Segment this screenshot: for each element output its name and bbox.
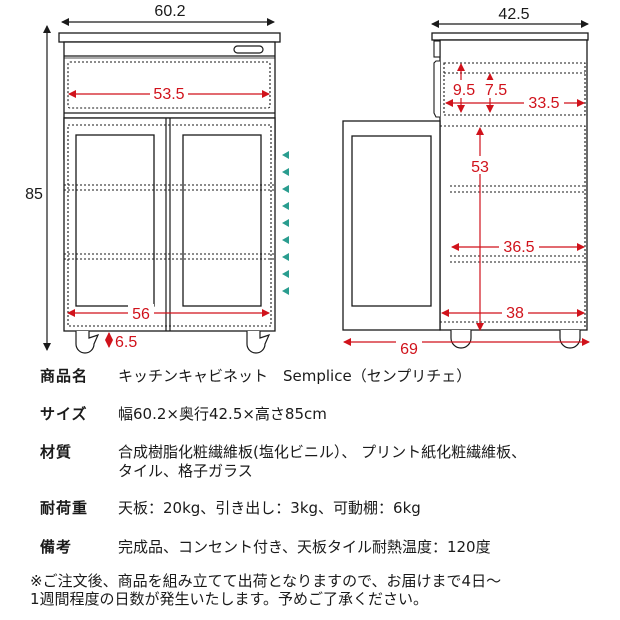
spec-row-load-capacity: 耐荷重 天板：20kg、引き出し：3kg、可動棚：6kg xyxy=(40,499,620,518)
spec-row-product-name: 商品名 キッチンキャビネット Semplice（センプリチェ） xyxy=(40,367,620,386)
right-glass-door xyxy=(182,134,262,307)
shipping-note: ※ご注文後、商品を組み立てて出荷となりますので、お届けまで4日～ 1週間程度の日… xyxy=(30,572,620,608)
spec-value: 完成品、コンセント付き、天板タイル耐熱温度：120度 xyxy=(118,538,491,556)
cabinet-depth-label: 38 xyxy=(506,305,524,322)
spec-value-line2: タイル、格子ガラス xyxy=(118,462,253,480)
spec-value: キッチンキャビネット Semplice（センプリチェ） xyxy=(118,367,472,385)
side-view: 42.5 9.5 7.5 33.5 53 xyxy=(342,6,590,358)
caster-right xyxy=(246,331,271,354)
front-width-label: 60.2 xyxy=(154,3,185,20)
spec-label: 商品名 xyxy=(40,367,89,385)
door-open-depth-label: 69 xyxy=(400,341,418,358)
caster-side-back xyxy=(559,330,581,349)
spec-table: 商品名 キッチンキャビネット Semplice（センプリチェ） サイズ 幅60.… xyxy=(40,363,620,557)
spec-label: サイズ xyxy=(40,405,88,423)
caster-left xyxy=(75,331,100,354)
spec-row-material: 材質 合成樹脂化粧繊維板(塩化ビニル）、 プリント紙化粧繊維板、 タイル、格子ガ… xyxy=(40,443,620,481)
shelf-position-markers xyxy=(282,151,289,295)
shelf-depth-label: 36.5 xyxy=(503,239,534,256)
front-view: 60.2 85 53.5 56 xyxy=(25,3,289,354)
caster-height-label: 6.5 xyxy=(115,334,137,351)
spec-row-remarks: 備考 完成品、コンセント付き、天板タイル耐熱温度：120度 xyxy=(40,538,620,557)
spec-value: 幅60.2×奥行42.5×高さ85cm xyxy=(118,405,327,423)
drawer-outer-height-label: 9.5 xyxy=(453,82,475,99)
front-height-label: 85 xyxy=(25,186,43,203)
drawer-depth-label: 33.5 xyxy=(528,95,559,112)
spec-value: 合成樹脂化粧繊維板(塩化ビニル）、 プリント紙化粧繊維板、 タイル、格子ガラス xyxy=(118,443,620,481)
cabinet-height-label: 53 xyxy=(471,159,489,176)
drawer-inner-height-label: 7.5 xyxy=(485,82,507,99)
note-line1: ※ご注文後、商品を組み立てて出荷となりますので、お届けまで4日～ xyxy=(30,572,502,590)
cabinet-dimension-diagram: 60.2 85 53.5 56 xyxy=(25,3,590,358)
spec-label: 材質 xyxy=(40,443,73,461)
spec-row-size: サイズ 幅60.2×奥行42.5×高さ85cm xyxy=(40,405,620,424)
drawer-width-label: 53.5 xyxy=(153,86,184,103)
left-glass-door xyxy=(75,134,155,307)
caster-side-front xyxy=(450,330,472,349)
note-line2: 1週間程度の日数が発生いたします。予めご了承ください。 xyxy=(30,590,429,608)
spec-label: 耐荷重 xyxy=(40,499,89,517)
spec-value: 天板：20kg、引き出し：3kg、可動棚：6kg xyxy=(118,499,421,517)
side-depth-label: 42.5 xyxy=(498,6,529,23)
cabinet-width-label: 56 xyxy=(132,306,150,323)
outlet-icon xyxy=(233,45,264,54)
spec-label: 備考 xyxy=(40,538,73,556)
spec-value-line1: 合成樹脂化粧繊維板(塩化ビニル）、 プリント紙化粧繊維板、 xyxy=(118,443,527,461)
